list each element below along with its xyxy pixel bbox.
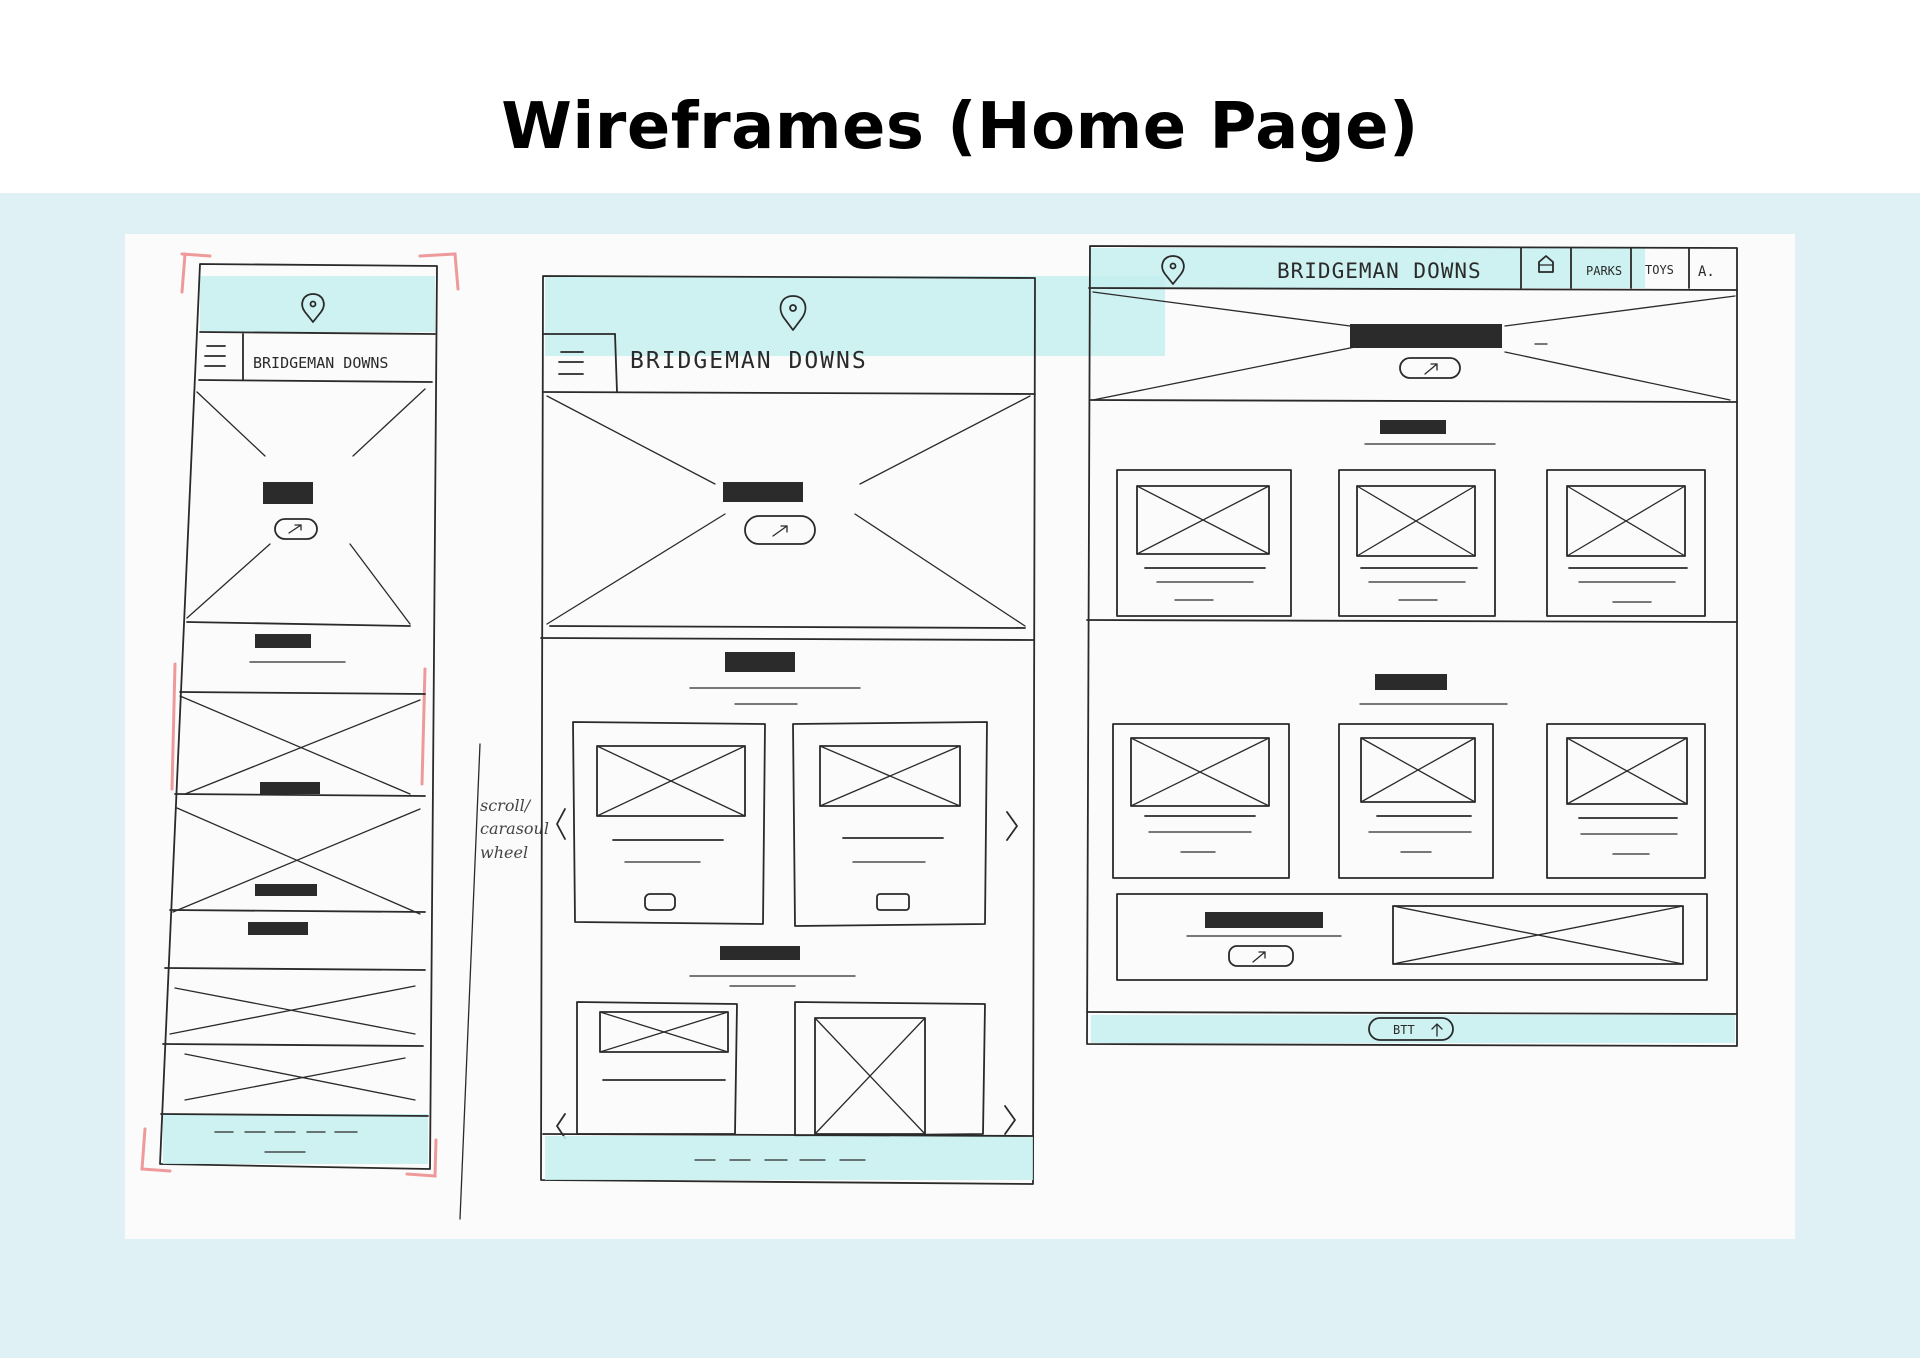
card-image-placeholder <box>1136 485 1270 555</box>
banner-heading-bar <box>1205 912 1323 928</box>
hero-cta-button <box>1399 357 1461 379</box>
card-image-placeholder <box>1566 485 1686 557</box>
desktop-frame <box>1086 245 1738 1047</box>
page-title: Wireframes (Home Page) <box>501 90 1419 164</box>
divider-line <box>459 743 481 1220</box>
hero-cta-button <box>274 518 318 540</box>
mobile-frame <box>159 263 438 1170</box>
hero-cta-button <box>744 515 816 545</box>
banner-cta-button <box>1228 945 1294 967</box>
card-image-placeholder <box>1360 737 1476 803</box>
mobile-brand-label: BRIDGEMAN DOWNS <box>253 354 388 372</box>
section-heading-bar <box>255 634 311 648</box>
card-row-2 <box>1112 723 1706 879</box>
feature-banner <box>1116 893 1708 981</box>
sketch-paper: BRIDGEMAN DOWNS <box>125 234 1795 1239</box>
section-heading-bar <box>720 946 800 960</box>
card-link-button <box>876 893 910 911</box>
carousel-card <box>572 721 766 925</box>
mobile-wireframe: BRIDGEMAN DOWNS <box>140 252 460 1178</box>
wireframe-sketches: BRIDGEMAN DOWNS <box>140 245 1738 1220</box>
section-heading-bar <box>1380 420 1446 434</box>
tablet-frame <box>540 275 1036 1185</box>
carousel-prev-icon[interactable] <box>556 808 566 840</box>
carousel-card <box>792 721 988 927</box>
location-pin-icon <box>779 295 807 331</box>
carousel-next-icon[interactable] <box>1004 1105 1016 1135</box>
desktop-brand-label: BRIDGEMAN DOWNS <box>1277 259 1482 283</box>
tablet-wireframe: BRIDGEMAN DOWNS <box>540 275 1165 1185</box>
corner-mark <box>140 1127 172 1173</box>
nav-item-a[interactable]: A. <box>1698 264 1715 280</box>
card-image-placeholder <box>599 1011 729 1053</box>
corner-mark <box>405 1138 438 1178</box>
product-card <box>1116 469 1292 617</box>
tablet-header-highlight <box>545 276 1165 356</box>
nav-item-parks[interactable]: PARKS <box>1586 264 1622 278</box>
corner-mark <box>420 667 427 786</box>
location-pin-icon <box>1161 255 1185 285</box>
section-heading-bar <box>1375 674 1447 690</box>
section-heading-bar <box>725 652 795 672</box>
arrow-up-icon <box>1431 1023 1443 1037</box>
location-pin-icon <box>301 293 325 323</box>
card-image-placeholder <box>1130 737 1270 807</box>
card-image-placeholder <box>814 1017 926 1135</box>
banner-image-placeholder <box>1392 905 1684 965</box>
desktop-footer-highlight <box>1091 1015 1735 1043</box>
title-band <box>0 0 1920 193</box>
block-caption-bar <box>260 782 320 794</box>
mobile-header-highlight <box>200 276 435 332</box>
product-card <box>1338 723 1494 879</box>
card-image-placeholder <box>596 745 746 817</box>
hero-heading-bar <box>263 482 313 504</box>
home-icon[interactable] <box>1538 255 1554 273</box>
back-to-top-button[interactable] <box>1368 1017 1454 1041</box>
product-card <box>1546 469 1706 617</box>
back-to-top-label: BTT <box>1393 1023 1415 1037</box>
card-image-placeholder <box>819 745 961 807</box>
tablet-brand-label: BRIDGEMAN DOWNS <box>630 348 868 374</box>
carousel-card <box>576 1001 738 1135</box>
block-caption-bar <box>255 884 317 896</box>
card-row-1 <box>1116 469 1706 617</box>
product-card <box>1112 723 1290 879</box>
desktop-wireframe: BRIDGEMAN DOWNS PARKS TOYS A. <box>1086 245 1738 1047</box>
carousel-card <box>794 1001 986 1137</box>
hero-heading-bar <box>723 482 803 502</box>
nav-item-toys[interactable]: TOYS <box>1645 263 1674 277</box>
corner-mark <box>180 252 212 294</box>
corner-mark <box>170 662 177 791</box>
note-line-2: carasoul <box>480 819 549 838</box>
card-image-placeholder <box>1356 485 1476 557</box>
card-link-button <box>644 893 676 911</box>
hero-heading-bar <box>1350 324 1502 348</box>
product-card <box>1338 469 1496 617</box>
note-line-1: scroll/ <box>480 796 532 815</box>
tablet-footer-highlight <box>545 1136 1033 1180</box>
section-heading-bar <box>248 922 308 935</box>
mobile-footer-highlight <box>163 1114 428 1164</box>
corner-mark <box>418 252 460 291</box>
card-image-placeholder <box>1566 737 1688 805</box>
note-line-3: wheel <box>480 843 528 862</box>
carousel-next-icon[interactable] <box>1006 811 1018 841</box>
scroll-carousel-note: scroll/ carasoul wheel <box>480 796 549 862</box>
product-card <box>1546 723 1706 879</box>
